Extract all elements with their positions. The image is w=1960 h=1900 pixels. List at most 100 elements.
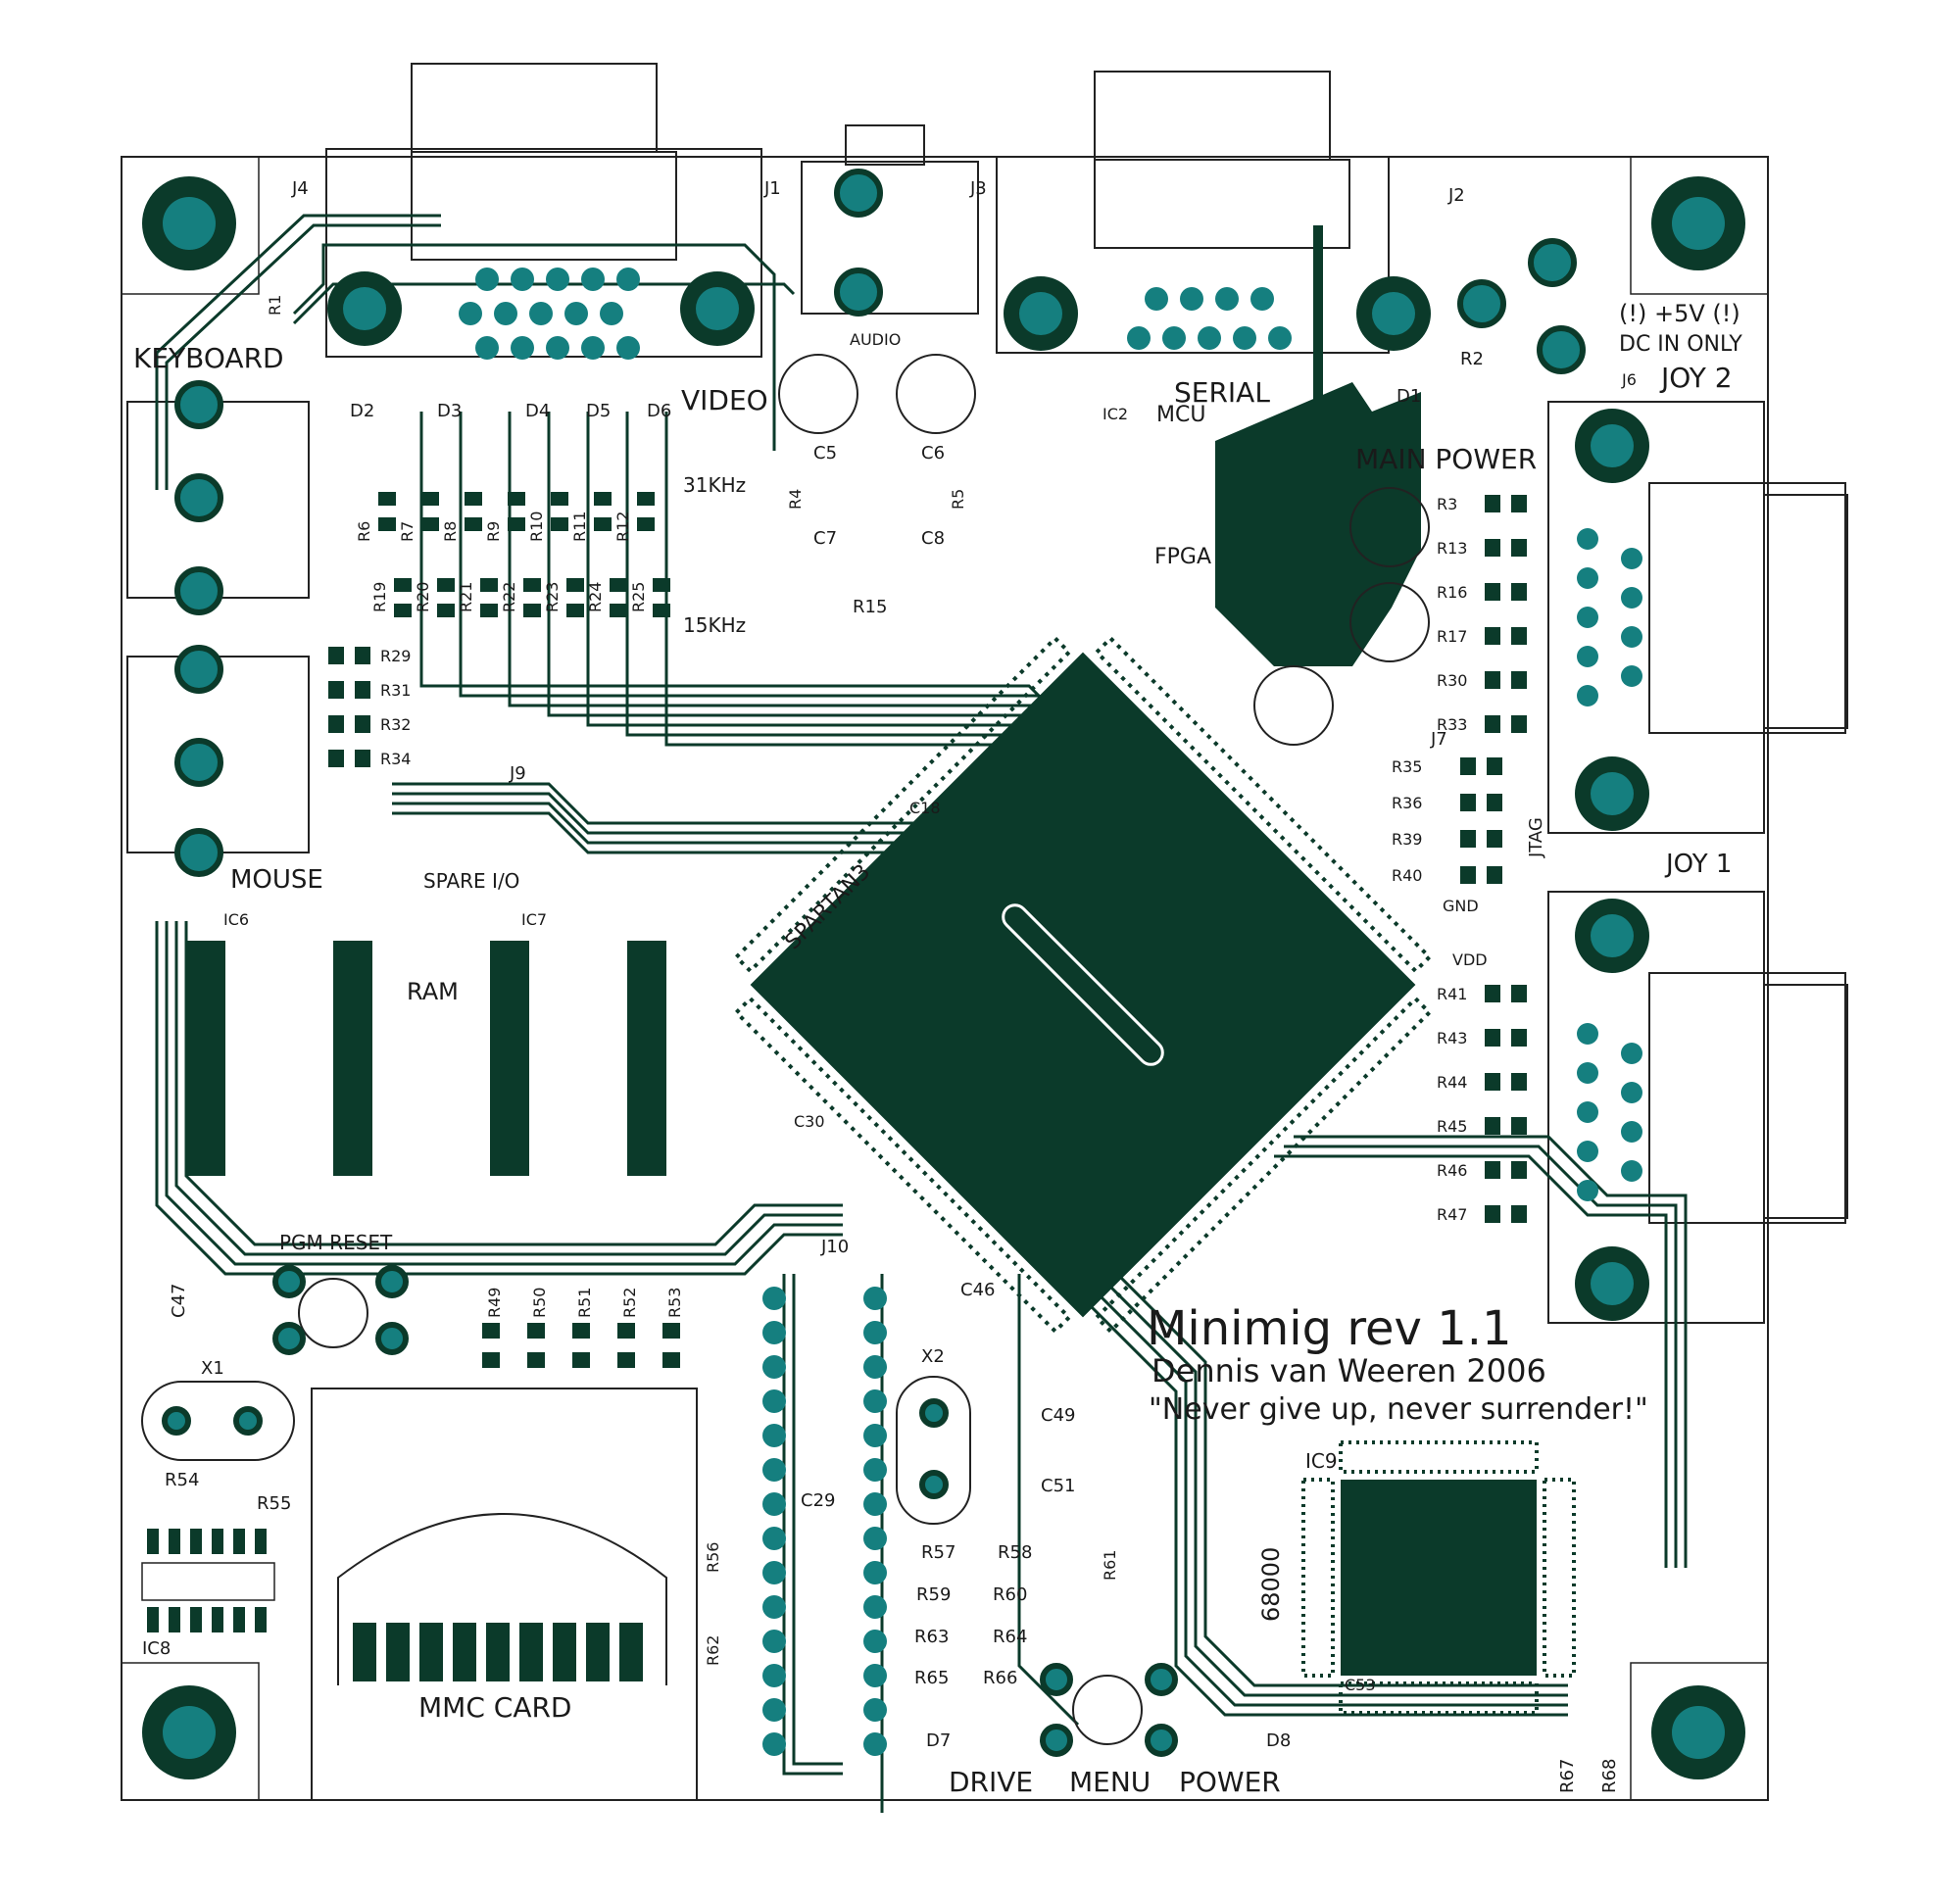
ref-r12: R12 — [613, 512, 632, 542]
reset-button-footprint — [272, 1265, 409, 1355]
audio-jack-outline — [801, 124, 979, 315]
label-drive: DRIVE — [949, 1766, 1033, 1798]
ref-r22: R22 — [500, 582, 518, 612]
ref-r46: R46 — [1437, 1161, 1467, 1180]
board-motto: "Never give up, never surrender!" — [1149, 1392, 1648, 1427]
label-keyboard: KEYBOARD — [133, 342, 284, 374]
mmc-card-slot — [311, 1388, 698, 1801]
ref-ic6: IC6 — [223, 910, 249, 929]
label-pgm-reset: PGM RESET — [279, 1231, 393, 1254]
ref-c53: C53 — [1345, 1676, 1376, 1694]
board-name: Minimig rev 1.1 — [1147, 1301, 1512, 1356]
vga-pins — [459, 268, 640, 360]
ref-j2: J2 — [1447, 185, 1465, 206]
ref-d3: D3 — [437, 401, 462, 421]
ref-r9: R9 — [484, 521, 503, 542]
label-joy1: JOY 1 — [1664, 850, 1732, 879]
ref-j9: J9 — [509, 763, 526, 784]
ref-r29: R29 — [380, 647, 411, 665]
label-mmc-card: MMC CARD — [418, 1691, 572, 1724]
crystals — [141, 1376, 971, 1525]
ref-r54: R54 — [165, 1470, 199, 1490]
ref-ic2: IC2 — [1102, 405, 1128, 423]
ref-j7: J7 — [1430, 729, 1447, 750]
ref-c51: C51 — [1041, 1476, 1075, 1496]
ref-r55: R55 — [257, 1493, 291, 1514]
ref-j1: J1 — [763, 178, 781, 199]
ref-c5: C5 — [813, 443, 837, 463]
label-31khz: 31KHz — [683, 473, 746, 497]
ref-d7: D7 — [926, 1730, 951, 1751]
label-serial: SERIAL — [1174, 376, 1270, 409]
ref-r2: R2 — [1460, 349, 1484, 369]
ref-r58: R58 — [998, 1542, 1032, 1563]
ref-r62: R62 — [704, 1635, 722, 1666]
corner-box-tl — [121, 156, 260, 295]
ref-r67: R67 — [1557, 1759, 1578, 1793]
ref-r30: R30 — [1437, 671, 1467, 690]
board-outline — [121, 156, 1769, 1801]
ref-c7: C7 — [813, 528, 837, 549]
label-mcu: MCU — [1156, 403, 1205, 427]
ref-j3: J3 — [969, 178, 987, 199]
video-connector-outline — [325, 63, 762, 358]
power-notice-line1: (!) +5V (!) — [1619, 300, 1740, 327]
ref-r44: R44 — [1437, 1073, 1467, 1092]
ref-r10: R10 — [527, 512, 546, 542]
ref-r19: R19 — [370, 582, 389, 612]
connector-pads — [174, 169, 1649, 1321]
label-mouse: MOUSE — [230, 865, 323, 895]
ref-d1: D1 — [1396, 386, 1421, 407]
board-author: Dennis van Weeren 2006 — [1152, 1352, 1546, 1389]
label-menu: MENU — [1069, 1766, 1151, 1798]
ref-c29: C29 — [801, 1490, 835, 1511]
ref-c47: C47 — [169, 1284, 189, 1318]
ref-r15: R15 — [853, 597, 887, 617]
label-15khz: 15KHz — [683, 613, 746, 637]
ref-r24: R24 — [586, 582, 605, 612]
ref-d2: D2 — [350, 401, 374, 421]
ref-r51: R51 — [575, 1288, 594, 1318]
ref-c6: C6 — [921, 443, 945, 463]
ref-r57: R57 — [921, 1542, 956, 1563]
label-ram: RAM — [407, 978, 459, 1005]
label-main-power: MAIN POWER — [1355, 443, 1537, 475]
ref-d8: D8 — [1266, 1730, 1291, 1751]
serial-pins — [1127, 287, 1292, 350]
ref-r6: R6 — [355, 521, 373, 542]
cpu-chip — [1301, 1440, 1576, 1715]
electrolytic-caps — [778, 354, 1430, 746]
label-audio: AUDIO — [850, 330, 901, 349]
ref-c18: C18 — [909, 799, 941, 817]
ref-r41: R41 — [1437, 985, 1467, 1003]
label-power: POWER — [1179, 1766, 1281, 1798]
ref-c46: C46 — [960, 1280, 995, 1300]
ref-c30: C30 — [794, 1112, 825, 1131]
ref-r39: R39 — [1392, 830, 1422, 849]
ref-r11: R11 — [570, 512, 589, 542]
joystick-connector-outlines — [1547, 401, 1848, 1324]
ref-r17: R17 — [1437, 627, 1467, 646]
serial-connector-outline — [996, 71, 1390, 354]
ic8-body — [141, 1562, 275, 1601]
ic8-chip — [147, 1529, 267, 1632]
ref-r60: R60 — [993, 1584, 1027, 1605]
ref-r8: R8 — [441, 521, 460, 542]
mounting-holes — [142, 176, 1745, 1779]
mmc-card-pins — [353, 1623, 643, 1681]
crystal-pads — [162, 1398, 949, 1499]
ref-r56: R56 — [704, 1542, 722, 1573]
power-notice-line2: DC IN ONLY — [1619, 332, 1742, 357]
label-jtag: JTAG — [1526, 817, 1546, 858]
label-jtag-gnd: GND — [1443, 897, 1479, 915]
ref-r4: R4 — [786, 489, 805, 510]
ref-ic9: IC9 — [1305, 1449, 1338, 1473]
ref-r34: R34 — [380, 750, 411, 768]
ref-r25: R25 — [629, 582, 648, 612]
ref-r31: R31 — [380, 681, 411, 700]
ram-chips — [186, 941, 666, 1176]
label-spare-io: SPARE I/O — [423, 869, 519, 893]
ref-r52: R52 — [620, 1288, 639, 1318]
ref-d6: D6 — [647, 401, 671, 421]
ref-r59: R59 — [916, 1584, 951, 1605]
